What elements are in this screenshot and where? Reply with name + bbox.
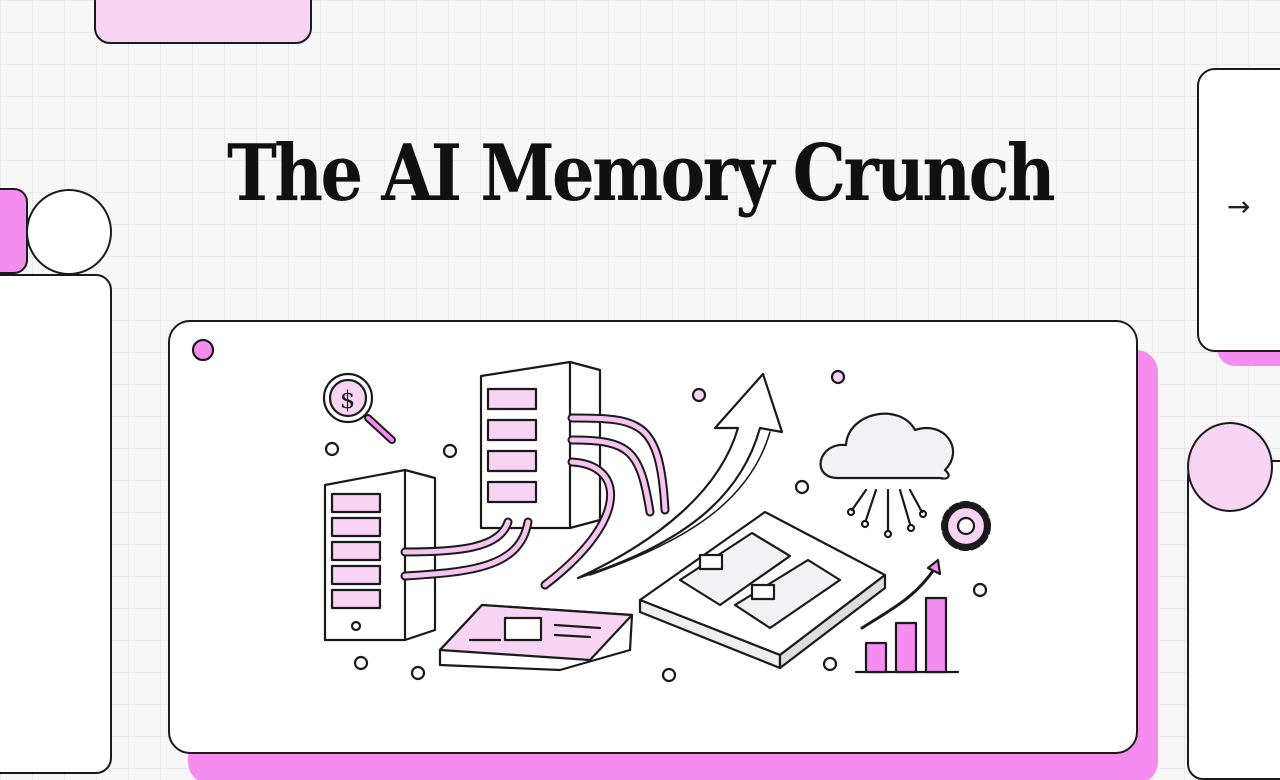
- server-rack-icon: [479, 360, 602, 530]
- arrow-right-icon: →: [1227, 190, 1251, 223]
- decor-right-circle: [1187, 422, 1273, 512]
- circuit-board-icon: [438, 603, 634, 672]
- cloud-icon: [819, 412, 955, 539]
- memory-chip-icon: [638, 510, 887, 670]
- bar-chart-icon: [854, 558, 960, 674]
- magnifier-dollar-icon: [322, 372, 396, 444]
- decor-top-tab: [94, 0, 312, 44]
- dollar-sign: $: [340, 386, 355, 414]
- decor-left-panel: [0, 274, 112, 774]
- illustration: $: [191, 338, 991, 683]
- decor-left-pink-bar: [0, 188, 28, 274]
- decor-dot: [191, 338, 215, 362]
- upward-arrow-icon: [576, 372, 784, 580]
- gear-icon: [941, 501, 991, 551]
- slide-title: The AI Memory Crunch: [226, 128, 1056, 219]
- server-rack-icon: [323, 468, 437, 642]
- next-slide-button[interactable]: →: [1197, 68, 1280, 352]
- decor-left-circle: [26, 189, 112, 275]
